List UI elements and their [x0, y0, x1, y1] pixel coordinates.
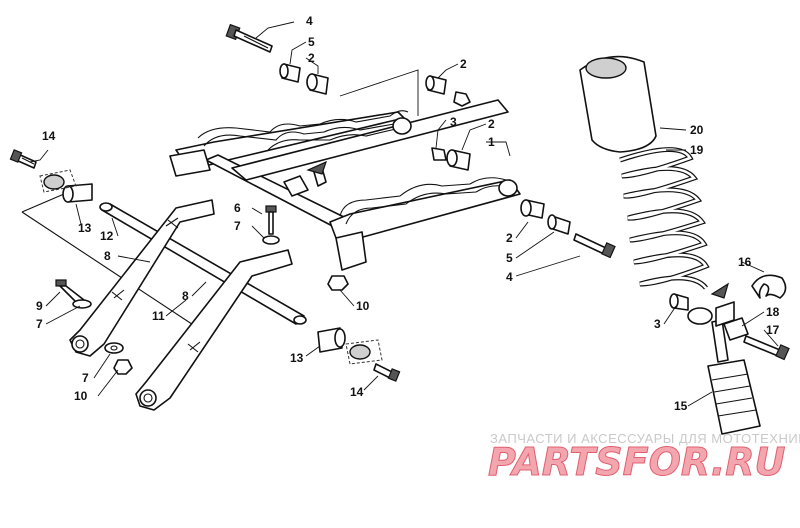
callout-4-lower: 4 — [506, 270, 513, 284]
torque-arm-assembly — [169, 69, 521, 271]
callout-4-top: 4 — [306, 14, 313, 28]
bolt-6 — [262, 205, 280, 245]
bushing-2-upper-right — [425, 75, 471, 107]
nut-10-upper — [327, 275, 349, 291]
bolt-17 — [743, 335, 790, 361]
bushing-18 — [723, 317, 749, 341]
bolt-4-lower — [573, 233, 616, 259]
callout-2-top: 2 — [308, 51, 315, 65]
callout-3-middle: 3 — [450, 115, 457, 129]
callout-15: 15 — [674, 399, 688, 413]
callout-5-lower: 5 — [506, 251, 513, 265]
callout-12: 12 — [100, 229, 114, 243]
callout-7-lower: 7 — [82, 371, 89, 385]
bolt-14-right — [373, 363, 401, 382]
leader-lines — [29, 21, 779, 407]
watermark-caption: ЗАПЧАСТИ И АКСЕССУАРЫ ДЛЯ МОТОТЕХНИКИ — [490, 431, 800, 446]
callout-labels: 4 5 2 2 3 2 1 20 19 2 5 4 6 7 10 14 13 1… — [36, 14, 780, 413]
callout-18: 18 — [766, 305, 780, 319]
bolt-4-top — [225, 23, 273, 53]
washer-7-lower — [104, 342, 124, 354]
callout-13-left: 13 — [78, 221, 92, 235]
callout-13-right: 13 — [290, 351, 304, 365]
bolt-9 — [55, 279, 92, 309]
callout-2-lower: 2 — [506, 231, 513, 245]
callout-7-upper: 7 — [234, 219, 241, 233]
shock-bumper-20 — [579, 55, 657, 153]
callout-14-left: 14 — [42, 129, 56, 143]
bushing-5-top — [279, 63, 301, 83]
bushing-2-top — [306, 73, 329, 95]
arrow-shock — [710, 282, 730, 299]
watermark-brand: PARTSFOR.RU — [488, 440, 786, 484]
shock-spring-19 — [619, 147, 710, 290]
callout-1: 1 — [488, 135, 495, 149]
callout-10-upper: 10 — [356, 299, 370, 313]
watermark: ЗАПЧАСТИ И АКСЕССУАРЫ ДЛЯ МОТОТЕХНИКИ PA… — [488, 431, 800, 485]
callout-8-left: 8 — [104, 249, 111, 263]
callout-2-middle: 2 — [488, 117, 495, 131]
bushing-3-shock — [669, 293, 689, 311]
callout-3-shock: 3 — [654, 317, 661, 331]
bushing-2-lower — [520, 199, 545, 219]
callout-9: 9 — [36, 299, 43, 313]
nut-10-lower — [113, 359, 133, 375]
callout-19: 19 — [690, 143, 704, 157]
callout-17: 17 — [766, 323, 780, 337]
bushing-right — [317, 327, 383, 365]
retaining-clip-16 — [751, 274, 787, 299]
callout-7-left: 7 — [36, 317, 43, 331]
callout-5-top: 5 — [308, 35, 315, 49]
callout-14-right: 14 — [350, 385, 364, 399]
bolt-14-left — [9, 149, 37, 169]
callout-6: 6 — [234, 201, 241, 215]
callout-20: 20 — [690, 123, 704, 137]
callout-2-upper-right: 2 — [460, 57, 467, 71]
shock-body-15 — [687, 301, 761, 435]
bushing-left — [39, 169, 93, 203]
callout-10-lower: 10 — [74, 389, 88, 403]
bushing-3-middle — [431, 147, 471, 171]
callout-11: 11 — [152, 309, 165, 323]
bushing-5-lower — [547, 214, 571, 235]
side-links — [69, 199, 293, 411]
callout-16: 16 — [738, 255, 752, 269]
callout-8-right: 8 — [182, 289, 189, 303]
